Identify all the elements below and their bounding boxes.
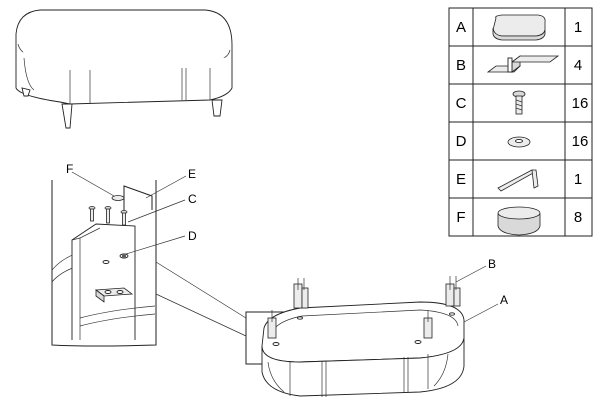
zoom-connector: [155, 261, 247, 337]
part-letter: C: [456, 95, 467, 112]
tabletop-panel-icon: [492, 14, 546, 41]
screw-icon: [104, 206, 112, 224]
finished-ottoman-illustration: [15, 9, 233, 129]
part-letter: A: [456, 19, 466, 36]
screw-icon: [512, 90, 526, 115]
angle-bracket-icon: [445, 276, 461, 307]
angle-bracket-icon: [267, 310, 277, 339]
part-quantity: 1: [574, 19, 582, 36]
callout-label: C: [188, 192, 197, 206]
part-quantity: 1: [574, 171, 582, 188]
part-letter: B: [456, 57, 466, 74]
hex-key-icon: [123, 185, 153, 210]
washer-icon: [507, 136, 531, 148]
screw-icon: [88, 206, 96, 222]
screw-icon: [120, 210, 128, 226]
hex-key-icon: [497, 169, 539, 192]
parts-table: A B C D E F 1 4 16 16 1 8: [448, 7, 593, 237]
callout-label: A: [500, 293, 508, 307]
part-quantity: 16: [572, 95, 589, 112]
detail-view: F E C D: [51, 162, 197, 347]
angle-bracket-icon: [486, 55, 560, 73]
part-letter: D: [456, 133, 467, 150]
angle-bracket-icon: [423, 310, 433, 339]
callout-label: B: [488, 257, 496, 271]
main-assembly-illustration: B A: [245, 257, 508, 397]
angle-bracket-icon: [293, 278, 309, 309]
part-letter: E: [456, 171, 466, 188]
callout-label: E: [188, 167, 196, 181]
part-quantity: 16: [572, 133, 589, 150]
part-letter: F: [456, 209, 465, 226]
part-quantity: 4: [574, 57, 582, 74]
callout-label: D: [188, 229, 197, 243]
callout-label: F: [66, 162, 73, 176]
part-quantity: 8: [574, 209, 582, 226]
felt-pad-icon: [497, 206, 541, 236]
